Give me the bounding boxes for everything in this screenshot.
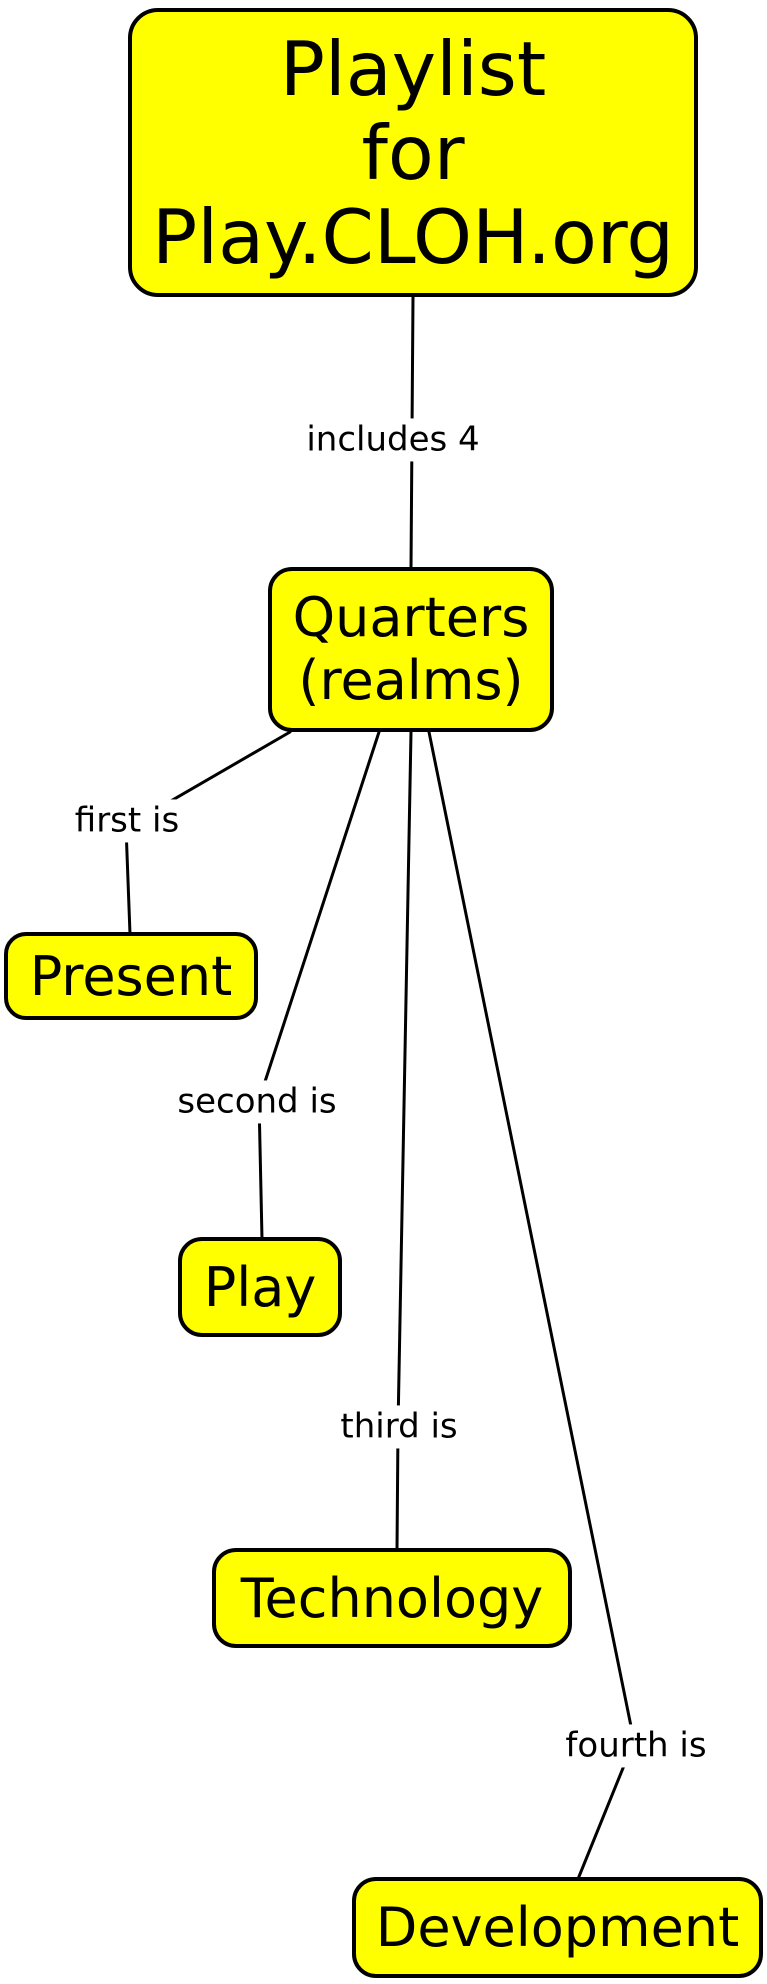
node-playlist-line-1: Playlist bbox=[279, 24, 547, 113]
edge-label-second[interactable]: second is bbox=[172, 1080, 342, 1124]
node-playlist-line-3: Play.CLOH.org bbox=[152, 192, 674, 281]
edge-line-fourth bbox=[427, 730, 636, 1881]
edge-line-second bbox=[257, 730, 381, 1241]
node-present-label: Present bbox=[29, 944, 233, 1008]
node-play[interactable]: Play bbox=[178, 1237, 342, 1337]
node-playlist-line-2: for bbox=[361, 108, 465, 197]
node-technology[interactable]: Technology bbox=[212, 1548, 572, 1648]
node-technology-label: Technology bbox=[240, 1566, 544, 1630]
edge-label-first[interactable]: first is bbox=[69, 799, 185, 843]
edge-label-includes[interactable]: includes 4 bbox=[301, 418, 485, 462]
node-present[interactable]: Present bbox=[4, 932, 258, 1020]
node-quarters[interactable]: Quarters (realms) bbox=[268, 567, 554, 732]
node-development-label: Development bbox=[375, 1896, 740, 1959]
node-playlist[interactable]: Playlist for Play.CLOH.org bbox=[128, 8, 698, 297]
edge-label-fourth[interactable]: fourth is bbox=[560, 1724, 712, 1768]
node-development[interactable]: Development bbox=[352, 1877, 763, 1978]
edge-label-third[interactable]: third is bbox=[335, 1405, 463, 1449]
node-play-label: Play bbox=[203, 1255, 317, 1319]
node-quarters-line-1: Quarters bbox=[292, 586, 530, 650]
node-quarters-line-2: (realms) bbox=[298, 648, 524, 712]
